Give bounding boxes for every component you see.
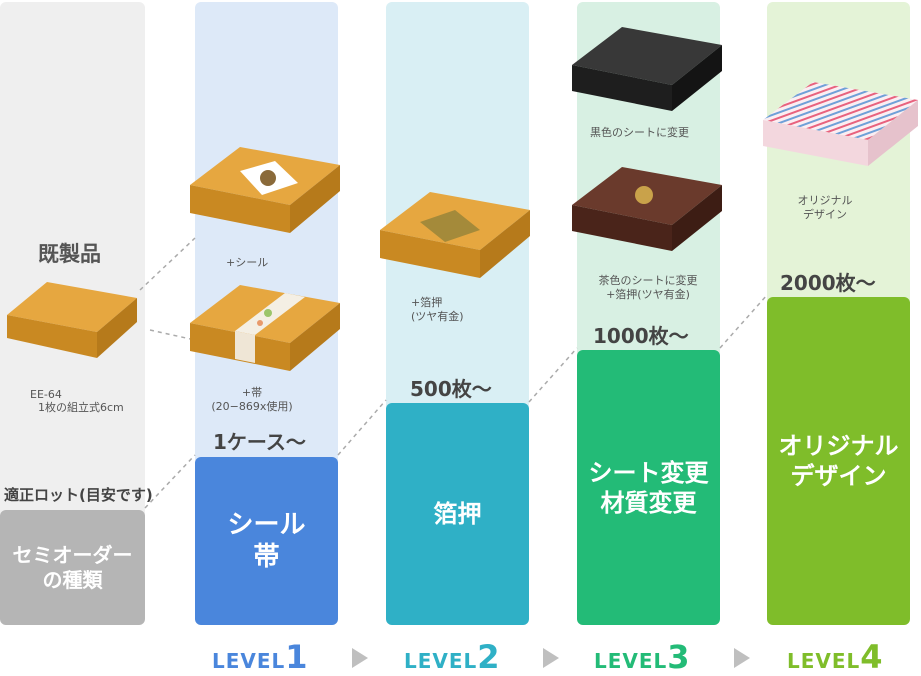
level3-caption-brown: 茶色のシートに変更 +箔押(ツヤ有金) (598, 274, 698, 302)
product-desc: 1枚の組立式6cm (38, 401, 124, 414)
original-design-box-image (763, 82, 918, 166)
level4-block: オリジナル デザイン (767, 297, 910, 625)
level3-caption-black: 黒色のシートに変更 (590, 126, 689, 139)
arrow-right-icon (352, 648, 368, 668)
level1-caption-seal: +シール (226, 256, 269, 269)
arrow-right-icon (734, 648, 750, 668)
base-type-block: セミオーダー の種類 (0, 510, 145, 625)
level1-lot: 1ケース〜 (213, 430, 306, 454)
black-box-image (572, 27, 722, 111)
kraft-box-band-image (190, 285, 340, 371)
level2-label: LEVEL2 (404, 638, 501, 676)
kraft-box-image (7, 282, 137, 358)
level3-label: LEVEL3 (594, 638, 691, 676)
arrow-right-icon (543, 648, 559, 668)
level4-lot: 2000枚〜 (780, 271, 876, 295)
product-code: EE-64 (30, 388, 62, 401)
kraft-box-foil-image (380, 192, 530, 278)
level2-block: 箔押 (386, 403, 529, 625)
level4-label: LEVEL4 (787, 638, 884, 676)
brown-box-image (572, 167, 722, 251)
lot-heading: 適正ロット(目安です) (4, 486, 153, 504)
base-title: 既製品 (38, 242, 101, 266)
level3-lot: 1000枚〜 (593, 324, 689, 348)
level4-caption-original: オリジナル デザイン (797, 194, 853, 222)
level2-caption-foil: +箔押 (ツヤ有金) (411, 296, 464, 324)
level2-lot: 500枚〜 (410, 377, 492, 401)
level1-block: シール 帯 (195, 457, 338, 625)
level3-block: シート変更 材質変更 (577, 350, 720, 625)
kraft-box-seal-image (190, 147, 340, 233)
level1-caption-band: +帯 (20−869x使用) (211, 386, 293, 414)
level1-label: LEVEL1 (212, 638, 309, 676)
